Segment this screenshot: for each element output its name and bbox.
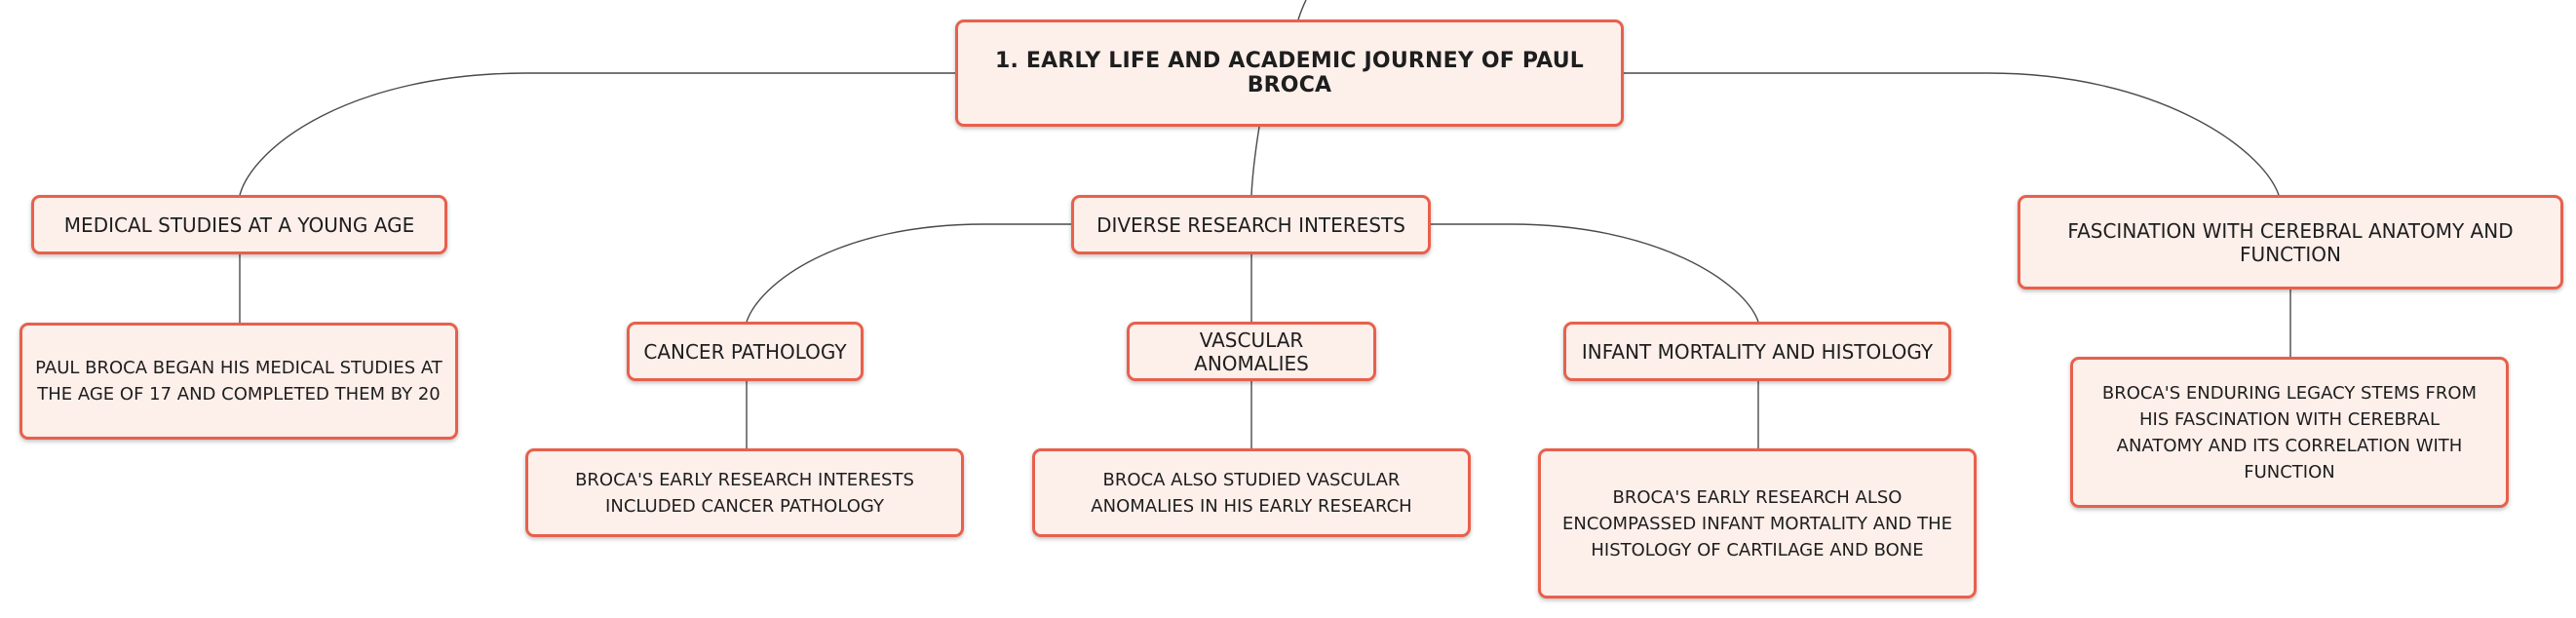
detail-node-cerebral-anatomy-label: BROCA'S ENDURING LEGACY STEMS FROM HIS F… (2101, 382, 2478, 483)
root-node-label: 1. EARLY LIFE AND ACADEMIC JOURNEY OF PA… (994, 49, 1584, 97)
detail-node-medical-studies[interactable]: PAUL BROCA BEGAN HIS MEDICAL STUDIES AT … (19, 323, 458, 440)
branch-node-medical-studies[interactable]: MEDICAL STUDIES AT A YOUNG AGE (31, 195, 447, 254)
detail-node-vascular-anomalies-label: BROCA ALSO STUDIED VASCULAR ANOMALIES IN… (1091, 469, 1412, 517)
detail-node-medical-studies-label: PAUL BROCA BEGAN HIS MEDICAL STUDIES AT … (35, 358, 442, 405)
subbranch-node-cancer-pathology[interactable]: CANCER PATHOLOGY (627, 322, 864, 381)
detail-node-vascular-anomalies[interactable]: BROCA ALSO STUDIED VASCULAR ANOMALIES IN… (1032, 448, 1471, 537)
detail-node-cancer-pathology-label: BROCA'S EARLY RESEARCH INTERESTS INCLUDE… (575, 469, 914, 517)
branch-node-medical-studies-label: MEDICAL STUDIES AT A YOUNG AGE (63, 212, 415, 237)
connector-from-parent (1297, 0, 1307, 20)
subbranch-node-vascular-anomalies-label: VASCULAR ANOMALIES (1194, 328, 1309, 375)
branch-node-diverse-research[interactable]: DIVERSE RESEARCH INTERESTS (1071, 195, 1431, 254)
subbranch-node-cancer-pathology-label: CANCER PATHOLOGY (643, 339, 847, 364)
connector-diverse-to-infant (1431, 223, 1759, 323)
branch-node-cerebral-anatomy-label: FASCINATION WITH CEREBRAL ANATOMY AND FU… (2067, 218, 2514, 266)
detail-node-infant-mortality-label: BROCA'S EARLY RESEARCH ALSO ENCOMPASSED … (1561, 486, 1953, 560)
subbranch-node-infant-mortality[interactable]: INFANT MORTALITY AND HISTOLOGY (1563, 322, 1951, 381)
detail-node-cancer-pathology[interactable]: BROCA'S EARLY RESEARCH INTERESTS INCLUDE… (525, 448, 964, 537)
subbranch-node-vascular-anomalies[interactable]: VASCULAR ANOMALIES (1127, 322, 1376, 381)
branch-node-cerebral-anatomy[interactable]: FASCINATION WITH CEREBRAL ANATOMY AND FU… (2018, 195, 2563, 290)
connector-root-to-medical (239, 72, 955, 196)
branch-node-diverse-research-label: DIVERSE RESEARCH INTERESTS (1096, 212, 1405, 237)
connector-diverse-to-cancer (746, 223, 1071, 323)
detail-node-infant-mortality[interactable]: BROCA'S EARLY RESEARCH ALSO ENCOMPASSED … (1538, 448, 1977, 599)
detail-node-cerebral-anatomy[interactable]: BROCA'S ENDURING LEGACY STEMS FROM HIS F… (2070, 357, 2509, 508)
connector-root-to-cerebral (1624, 72, 2280, 196)
connector-root-to-diverse (1250, 126, 1260, 196)
subbranch-node-infant-mortality-label: INFANT MORTALITY AND HISTOLOGY (1581, 339, 1934, 364)
root-node[interactable]: 1. EARLY LIFE AND ACADEMIC JOURNEY OF PA… (955, 19, 1624, 127)
